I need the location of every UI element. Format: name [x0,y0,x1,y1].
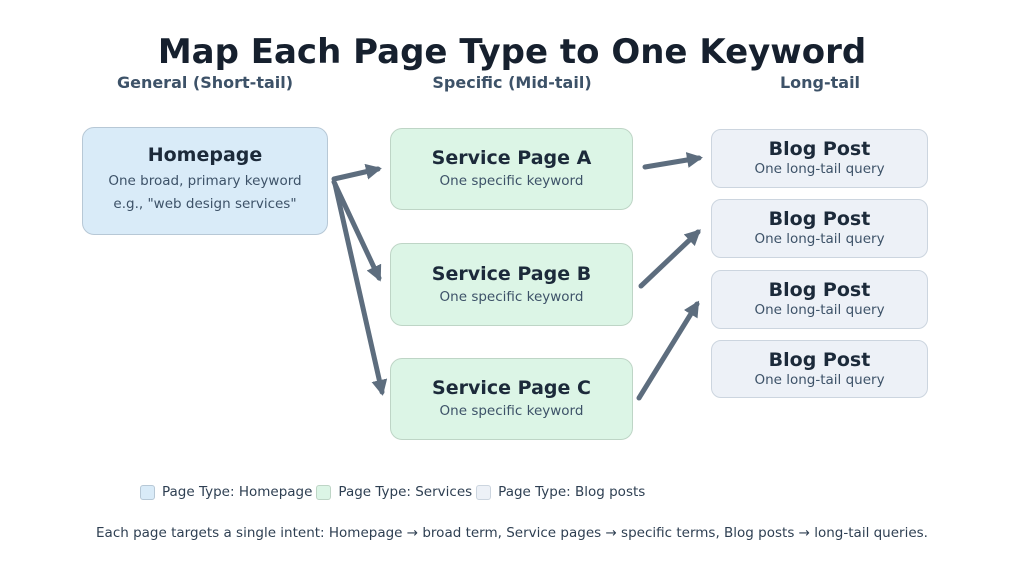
node-service-page-a-title: Service Page A [431,147,592,170]
caption: Each page targets a single intent: Homep… [96,525,928,541]
node-homepage-line1: One broad, primary keyword [108,172,302,189]
legend-swatch-services [316,484,332,500]
node-homepage: Homepage One broad, primary keyword e.g.… [82,127,328,235]
arrow-homepage-to-service-b [331,179,382,282]
legend-label-blog-posts: Page Type: Blog posts [498,484,646,500]
node-service-page-a: Service Page A One specific keyword [390,128,633,210]
column-header-longtail: Long-tail [779,73,861,92]
legend-label-services: Page Type: Services [338,484,473,500]
node-blog-post-3: Blog Post One long-tail query [711,270,928,329]
node-homepage-line2: e.g., "web design services" [113,196,297,213]
arrow-homepage-to-service-a [331,163,382,182]
node-blog-post-4-title: Blog Post [768,348,871,371]
node-service-page-a-subtitle: One specific keyword [439,173,584,190]
node-blog-post-1-subtitle: One long-tail query [754,161,885,178]
node-blog-post-2-title: Blog Post [768,208,871,231]
node-service-page-c-subtitle: One specific keyword [439,403,584,420]
column-header-specific: Specific (Mid-tail) [432,73,592,92]
node-service-page-b-subtitle: One specific keyword [439,288,584,305]
legend-swatch-blog-posts [476,484,492,500]
node-blog-post-3-subtitle: One long-tail query [754,302,885,319]
arrow-homepage-to-service-c [332,181,388,396]
node-blog-post-1-title: Blog Post [768,138,871,161]
node-service-page-b-title: Service Page B [431,262,592,285]
legend-swatch-homepage [140,484,155,500]
arrow-service-b-to-blog-2 [638,229,701,289]
node-blog-post-3-title: Blog Post [768,279,871,302]
legend: Page Type: Homepage Page Type: Services … [140,484,649,500]
legend-label-homepage: Page Type: Homepage [162,484,313,500]
column-header-general: General (Short-tail) [116,73,294,92]
node-service-page-b: Service Page B One specific keyword [390,243,633,326]
node-homepage-title: Homepage [147,143,263,166]
node-blog-post-2-subtitle: One long-tail query [754,231,885,248]
page-title: Map Each Page Type to One Keyword [157,32,867,72]
node-blog-post-1: Blog Post One long-tail query [711,129,928,188]
node-blog-post-4: Blog Post One long-tail query [711,340,928,398]
node-service-page-c-title: Service Page C [432,377,591,400]
node-blog-post-2: Blog Post One long-tail query [711,199,928,258]
node-blog-post-4-subtitle: One long-tail query [754,371,885,388]
arrow-service-c-to-blog-3 [636,300,700,401]
arrow-service-a-to-blog-1 [642,152,703,170]
node-service-page-c: Service Page C One specific keyword [390,358,633,440]
